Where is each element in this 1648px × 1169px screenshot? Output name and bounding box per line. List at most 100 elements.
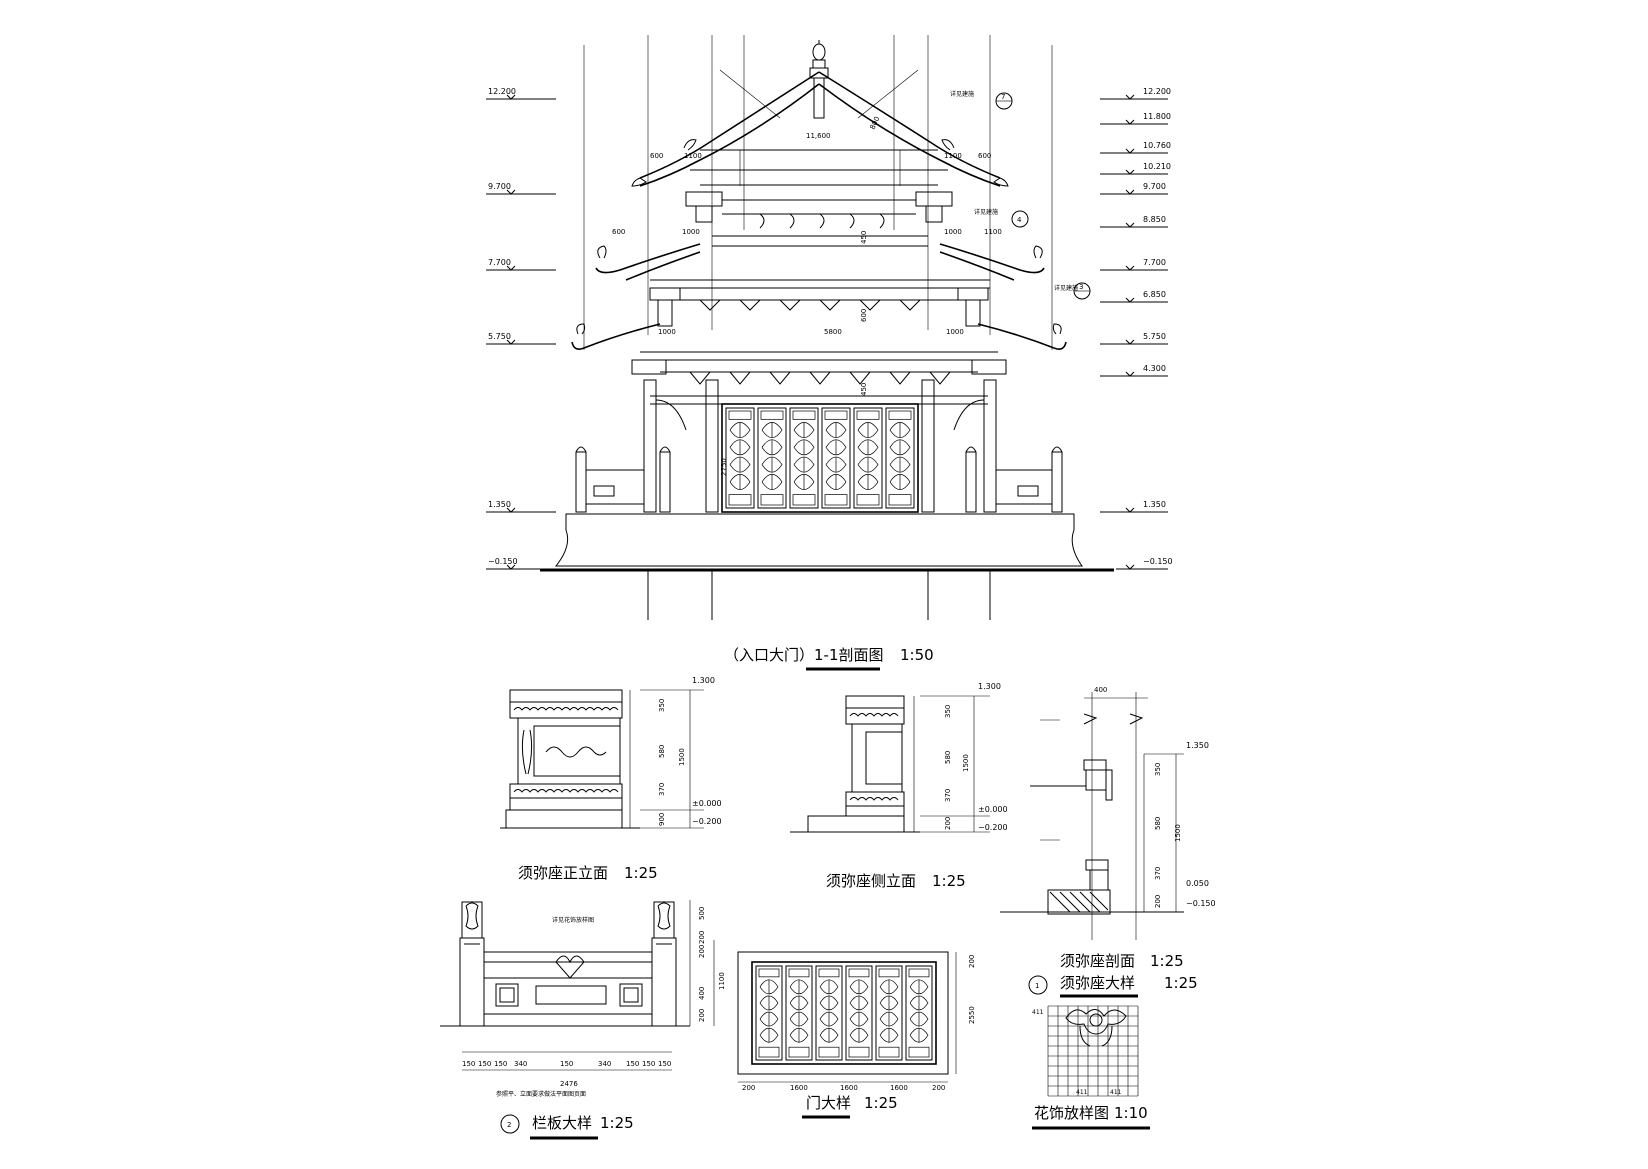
side-level-top: 1.300 [978,682,1001,691]
section-dim-2: 580 [1154,817,1162,830]
door-detail-lattice-motif [759,979,779,995]
door-detail-bottom-rail [908,1046,930,1058]
main-door-lattice-motif [889,473,911,490]
column-grid-lines [583,35,1053,350]
dim-h-2750: 2750 [720,458,728,476]
section-dim-1: 350 [1154,763,1162,776]
level-right-8: 6.850 [1143,290,1166,299]
door-bottom-2: 1600 [790,1084,808,1092]
door-bottom-5: 200 [932,1084,945,1092]
dim-top-span: 11,600 [806,132,831,140]
door-detail-lattice-motif [759,1027,779,1043]
railing-side-4: 400 [698,987,706,1000]
upper-eave-ornaments [631,139,1009,223]
level-right-6: 8.850 [1143,215,1166,224]
door-detail-panel [845,965,873,1061]
main-door-bottom-rail [792,494,816,506]
door-detail-top-rail [848,968,870,978]
level-right-5: 9.700 [1143,182,1166,191]
main-section-title-text: （入口大门）1-1剖面图 [724,646,884,664]
railing-title: 栏板大样 [532,1114,592,1132]
main-door-lattice-motif [825,456,847,473]
section-dim-5: 1500 [1174,824,1182,842]
dim-lower-1000-right: 1000 [946,328,964,336]
lower-eave-ornaments [576,323,1062,405]
level-right-4: 10.210 [1143,162,1171,171]
door-detail-lattice-motif [909,1027,929,1043]
main-door-lattice-motif [825,422,847,439]
main-door-lattice-motif [729,422,751,439]
door-detail-lattice-motif [909,995,929,1011]
door-detail-lattice-motif [789,979,809,995]
main-door-panel [789,407,819,509]
section-level-top: 1.350 [1186,741,1209,750]
level-marks-right: 12.200 11.800 10.760 10.210 9.700 8.850 … [1100,87,1173,570]
main-door-lattice-motif [857,439,879,456]
main-door-lattice-motif [729,473,751,490]
railing-bottom-4: 340 [514,1060,527,1068]
level-right-12: −0.150 [1143,557,1173,566]
side-dim-3: 370 [944,789,952,802]
door-detail-lattice-motif [879,979,899,995]
ornament-grid-label-1: 411 [1032,1009,1044,1016]
ornament-title: 花饰放样图 [1034,1104,1109,1122]
main-section-drawing: 12.200 9.700 7.700 5.750 1.350 −0.150 [486,35,1173,671]
main-door-lattice-motif [857,422,879,439]
door-detail-bottom-rail [878,1046,900,1058]
door-scale: 1:25 [864,1094,898,1112]
railing-total-width: 2476 [560,1080,578,1088]
main-door-bottom-rail [856,494,880,506]
front-level-bottom: −0.200 [692,817,722,826]
platform-base [540,513,1114,620]
front-level-zero: ±0.000 [692,799,722,808]
xumizuo-section-drawing: 400 1.350 0.050 −0.150 350 580 370 200 1… [1000,686,1216,970]
door-detail-bottom-rail [788,1046,810,1058]
side-dim-5: 1500 [962,754,970,772]
door-detail-top-rail [758,968,780,978]
ornament-grid-label-2: 411 [1076,1089,1088,1096]
detail-ref-3: 3 [1079,283,1083,291]
door-detail-drawing: 200 2550 200 1600 1600 1600 200 门大样 1:25 [737,951,976,1119]
door-detail-lattice-motif [789,1027,809,1043]
lower-roof [571,323,1067,361]
level-right-9: 5.750 [1143,332,1166,341]
railing-side-3: 200 [698,945,706,958]
door-detail-panel [905,965,933,1061]
door-detail-lattice-motif [849,979,869,995]
section-level-mid: 0.050 [1186,879,1209,888]
dim-eave-600-right: 600 [978,152,991,160]
dim-mid-600-left: 600 [612,228,625,236]
main-door-bottom-rail [824,494,848,506]
door-detail-lattice-motif [819,979,839,995]
section-title: 须弥座剖面 [1060,952,1135,970]
railing-bottom-7: 150 [626,1060,639,1068]
note-see-detail-3: 详见建施 [1054,284,1078,292]
dim-roof-slope: 800 [869,115,882,131]
dim-mid-1100-right: 1100 [984,228,1002,236]
level-left-2: 9.700 [488,182,511,191]
door-detail-lattice-motif [759,1011,779,1027]
side-level-zero: ±0.000 [978,805,1008,814]
side-level-bottom: −0.200 [978,823,1008,832]
dim-mid-1000-left: 1000 [682,228,700,236]
door-detail-bottom-rail [848,1046,870,1058]
level-left-4: 5.750 [488,332,511,341]
main-door-lattice-motif [793,439,815,456]
railing-bottom-5: 150 [560,1060,573,1068]
main-door-lattice-motif [889,439,911,456]
main-section-title: （入口大门）1-1剖面图 1:50 [724,646,934,671]
detail-reference-marks: 7 4 3 [995,92,1091,300]
main-door-panel [821,407,851,509]
front-scale: 1:25 [624,864,658,882]
level-marks-left: 12.200 9.700 7.700 5.750 1.350 −0.150 [486,87,556,570]
door-side-1: 200 [968,955,976,968]
door-detail-lattice-motif [909,979,929,995]
section-scale: 1:25 [1150,952,1184,970]
door-detail-panel [755,965,783,1061]
railing-bottom-3: 150 [494,1060,507,1068]
section-level-bottom: −0.150 [1186,899,1216,908]
level-right-1: 12.200 [1143,87,1171,96]
main-door-lattice-motif [889,422,911,439]
